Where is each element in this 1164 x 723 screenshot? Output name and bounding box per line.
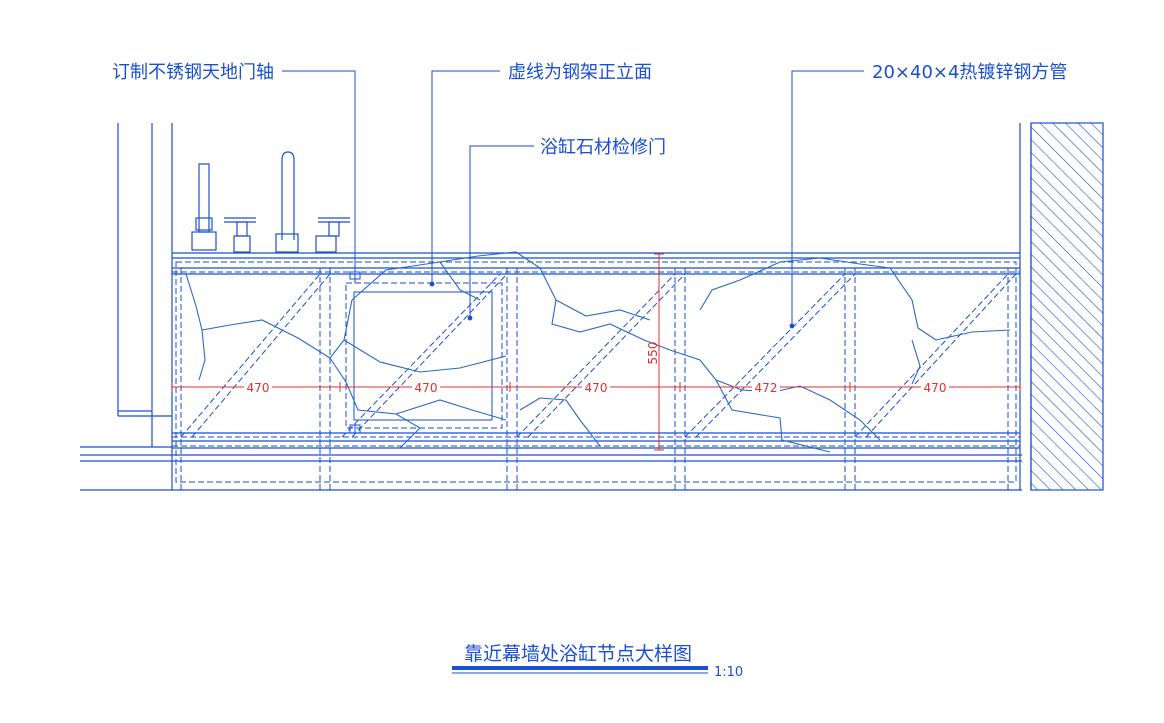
- tub-deck: [172, 252, 1020, 449]
- marble-veining: [185, 251, 1011, 453]
- annotations: 订制不锈钢天地门轴 虚线为钢架正立面 浴缸石材检修门 20×40×4热镀锌钢方管: [112, 62, 1067, 158]
- dim-bay-5: 470: [924, 381, 947, 395]
- curtain-wall: [1019, 122, 1104, 491]
- leader-lines: [282, 70, 864, 326]
- faucet-fixtures: [191, 151, 350, 253]
- dim-bay-2: 470: [415, 381, 438, 395]
- label-access-door: 浴缸石材检修门: [540, 136, 666, 158]
- label-steel-tube: 20×40×4热镀锌钢方管: [872, 62, 1067, 83]
- dim-height: 550: [646, 342, 660, 365]
- label-dashed-frame: 虚线为钢架正立面: [508, 62, 652, 83]
- dim-bay-3: 470: [585, 381, 608, 395]
- leader-dots: [429, 281, 795, 329]
- steel-frame: [172, 261, 1020, 490]
- left-wall: [80, 123, 173, 490]
- drawing-title: 靠近幕墙处浴缸节点大样图: [464, 643, 692, 665]
- dimension-lines: [171, 253, 1021, 451]
- dim-bay-1: 470: [247, 381, 270, 395]
- floor-lines: [80, 454, 1022, 491]
- title-block: 靠近幕墙处浴缸节点大样图 1:10: [452, 643, 743, 680]
- dimension-values: 470 470 470 472 470 550: [244, 342, 949, 395]
- dim-bay-4: 472: [755, 381, 778, 395]
- drawing-scale: 1:10: [714, 665, 743, 680]
- label-hinge-axis: 订制不锈钢天地门轴: [112, 62, 274, 83]
